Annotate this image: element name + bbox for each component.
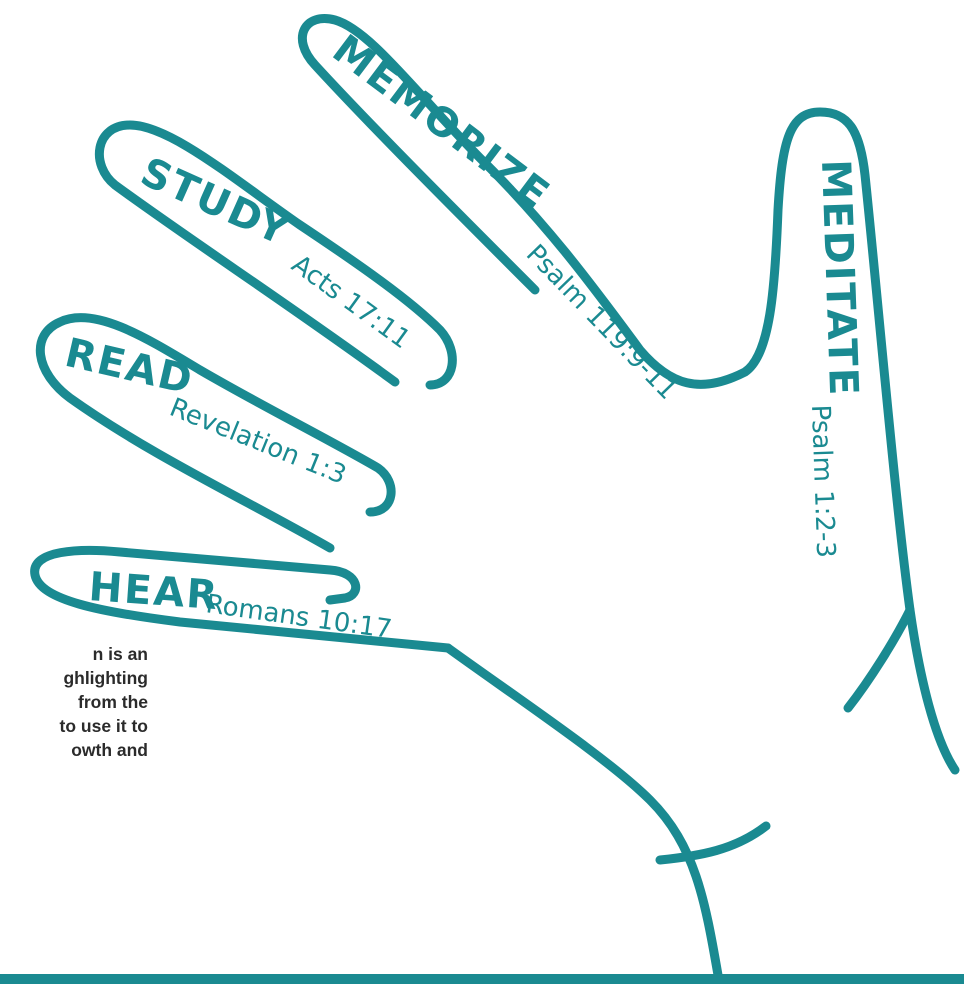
memorize-reference: Psalm 119:9-11 (520, 239, 683, 406)
thumb-base-outline (848, 610, 910, 708)
intro-line: from the (0, 690, 148, 714)
intro-line: to use it to (0, 714, 148, 738)
meditate-label: MEDITATE (812, 159, 866, 398)
intro-line: ghlighting (0, 666, 148, 690)
intro-paragraph: n is an ghlighting from the to use it to… (0, 642, 148, 762)
hear-label: HEAR (87, 564, 220, 619)
intro-line: n is an (0, 642, 148, 666)
intro-line: owth and (0, 738, 148, 762)
bottom-divider (0, 974, 964, 984)
study-reference: Acts 17:11 (286, 249, 416, 355)
meditate-reference: Psalm 1:2-3 (805, 404, 840, 558)
palm-outline (448, 648, 718, 975)
